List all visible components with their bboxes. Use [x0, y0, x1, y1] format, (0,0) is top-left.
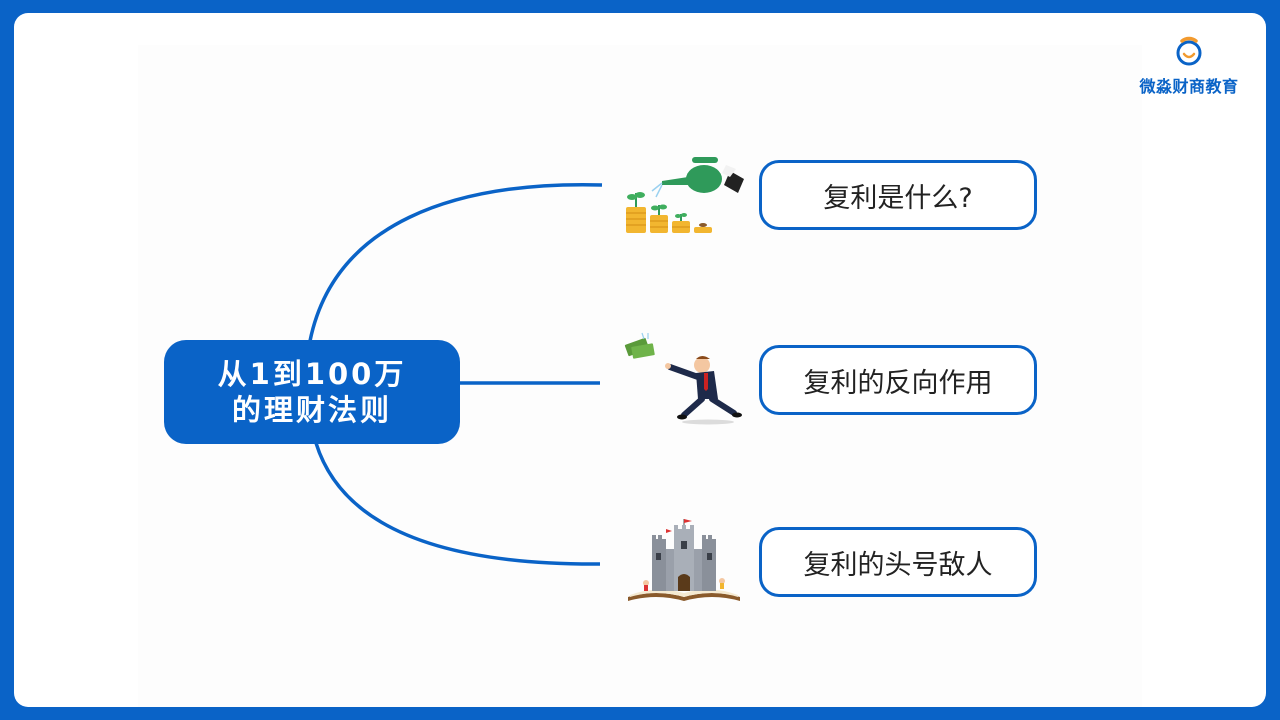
central-topic-line1: 从1到100万: [217, 357, 407, 391]
connector-bottom: [314, 442, 601, 566]
connector-top: [308, 182, 603, 342]
branch-label: 复利的头号敌人: [803, 549, 993, 581]
brand-name: 微淼财商教育: [1139, 77, 1239, 96]
branch-label: 复利是什么?: [823, 182, 973, 214]
running-man-chasing-money-icon: [624, 332, 742, 425]
castle-on-book-icon: [628, 519, 740, 601]
mindmap-connectors: [308, 182, 603, 566]
slide-frame: 微淼财商教育 从1到100万 的理财法则: [14, 13, 1266, 707]
branch-label: 复利的反向作用: [803, 367, 993, 399]
brand-logo: 微淼财商教育: [1124, 33, 1254, 103]
branch-biggest-enemy: 复利的头号敌人: [759, 527, 1037, 597]
central-topic: 从1到100万 的理财法则: [164, 340, 460, 444]
branch-what-is-compound-interest: 复利是什么?: [759, 160, 1037, 230]
branch-reverse-effect: 复利的反向作用: [759, 345, 1037, 415]
brand-logo-icon: [1176, 36, 1202, 66]
watering-plant-coins-icon: [626, 157, 744, 233]
central-topic-line2: 的理财法则: [231, 393, 392, 427]
